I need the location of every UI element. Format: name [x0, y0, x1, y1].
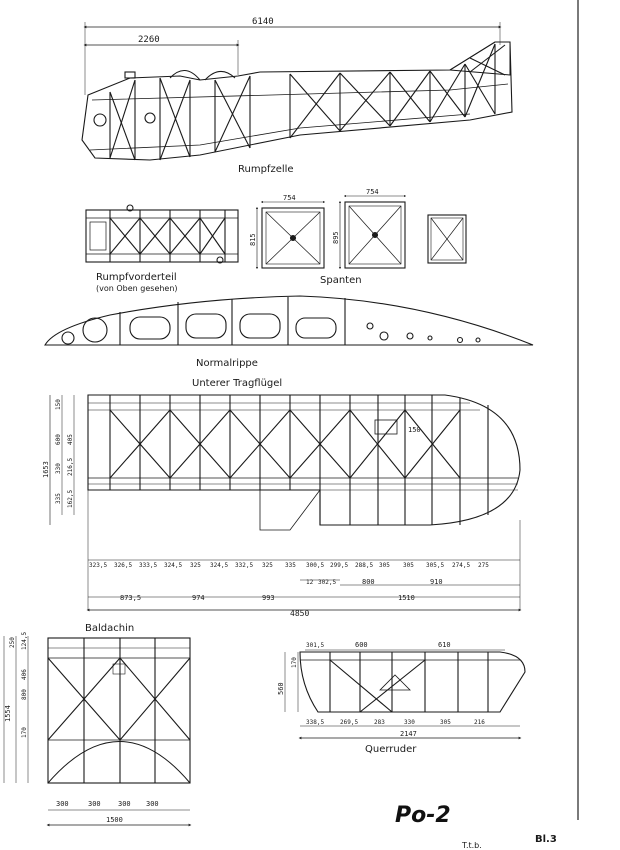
dim-wing-bay-7: 325 [262, 562, 273, 569]
dim-bald-bay-2: 300 [118, 800, 131, 808]
dim-frame1-width: 754 [283, 194, 296, 202]
dim-wing-left-0: 150 [55, 399, 62, 410]
dim-wing-bay-0: 323,5 [89, 562, 107, 569]
dim-wing-993: 993 [262, 594, 275, 602]
dim-wing-bay-1: 326,5 [114, 562, 132, 569]
label-spanten: Spanten [320, 275, 362, 286]
dim-bald-left-1: 124,5 [21, 632, 28, 650]
dim-q-left1: 170 [291, 657, 298, 668]
dim-wing-bay-6: 332,5 [235, 562, 253, 569]
sheet-number: Bl.3 [535, 834, 557, 845]
dim-wing-1510: 1510 [398, 594, 415, 602]
dim-wing-302: 302,5 [318, 579, 336, 586]
dim-wing-left-5: 335 [55, 493, 62, 504]
dim-wing-bay-9: 300,5 [306, 562, 324, 569]
dim-wing-left-6: 162,5 [67, 490, 74, 508]
normal-rib-drawing [44, 295, 534, 346]
dim-wing-bay-16: 275 [478, 562, 489, 569]
dim-wing-left-2: 405 [67, 434, 74, 445]
dim-wing-bay-10: 299,5 [330, 562, 348, 569]
dim-bald-left-0: 250 [9, 637, 16, 648]
dim-frame1-height: 815 [249, 233, 257, 246]
dim-wing-bay-2: 333,5 [139, 562, 157, 569]
lower-wing-drawing [49, 394, 522, 612]
dim-fuselage-front: 2260 [138, 35, 160, 45]
dim-wing-bay-11: 288,5 [355, 562, 373, 569]
dim-bald-left-3: 800 [21, 689, 28, 700]
dim-wing-left-3: 330 [55, 463, 62, 474]
fuselage-cell-drawing [81, 22, 513, 161]
dim-wing-bay-14: 305,5 [426, 562, 444, 569]
dim-wing-bay-15: 274,5 [452, 562, 470, 569]
dim-wing-bay-13: 305 [403, 562, 414, 569]
dim-wing-bay-5: 324,5 [210, 562, 228, 569]
dim-q-bay-2: 283 [374, 719, 385, 726]
dim-q-bay-3: 330 [404, 719, 415, 726]
dim-q-top2: 600 [355, 641, 368, 649]
drawing-title: Po-2 [395, 803, 451, 828]
dim-q-bay-1: 269,5 [340, 719, 358, 726]
dim-frame2-height: 895 [332, 231, 340, 244]
dim-wing-bay-3: 324,5 [164, 562, 182, 569]
dim-bald-total: 1554 [4, 705, 12, 722]
dim-q-top1: 301,5 [306, 642, 324, 649]
dim-wing-bay-8: 335 [285, 562, 296, 569]
dim-bald-bay-3: 300 [146, 800, 159, 808]
frames-drawing [255, 194, 467, 270]
label-unterer-tragfluegel: Unterer Tragflügel [192, 378, 282, 389]
label-baldachin: Baldachin [85, 623, 134, 634]
footer-scribble: T.t.b. [461, 841, 482, 850]
dim-q-bay-0: 338,5 [306, 719, 324, 726]
dim-wing-800: 800 [362, 578, 375, 586]
dim-wing-974: 974 [192, 594, 205, 602]
dim-bald-bay-0: 300 [56, 800, 69, 808]
dim-wing-910: 910 [430, 578, 443, 586]
dim-q-top3: 610 [438, 641, 451, 649]
center-section-drawing [3, 636, 192, 827]
dim-wing-left-total: 1653 [42, 461, 50, 478]
dim-wing-12: 12 [306, 579, 314, 586]
dim-wing-150: 150 [408, 426, 421, 434]
label-querruder: Querruder [365, 744, 417, 755]
dim-fuselage-total: 6140 [252, 17, 274, 27]
dim-frame2-width: 754 [366, 188, 379, 196]
dim-q-bay-5: 216 [474, 719, 485, 726]
dim-wing-total: 4850 [290, 609, 309, 618]
label-normalrippe: Normalrippe [196, 358, 258, 369]
dim-bald-width: 1500 [106, 816, 123, 824]
dim-wing-bay-4: 325 [190, 562, 201, 569]
dim-bald-bay-1: 300 [88, 800, 101, 808]
label-rumpfzelle: Rumpfzelle [238, 164, 294, 175]
dim-bald-left-4: 170 [21, 727, 28, 738]
fuselage-front-top-view [85, 204, 239, 264]
dim-q-left2: 560 [277, 682, 285, 695]
dim-wing-left-1: 600 [55, 434, 62, 445]
dim-bald-left-2: 406 [21, 669, 28, 680]
dim-wing-873: 873,5 [120, 594, 141, 602]
dim-wing-bay-12: 305 [379, 562, 390, 569]
dim-q-total: 2147 [400, 730, 417, 738]
dim-wing-left-4: 216,5 [67, 458, 74, 476]
label-rumpfvorderteil-sub: (von Oben gesehen) [96, 284, 178, 293]
dim-q-bay-4: 305 [440, 719, 451, 726]
aileron-drawing [284, 649, 526, 740]
label-rumpfvorderteil: Rumpfvorderteil [96, 272, 177, 283]
